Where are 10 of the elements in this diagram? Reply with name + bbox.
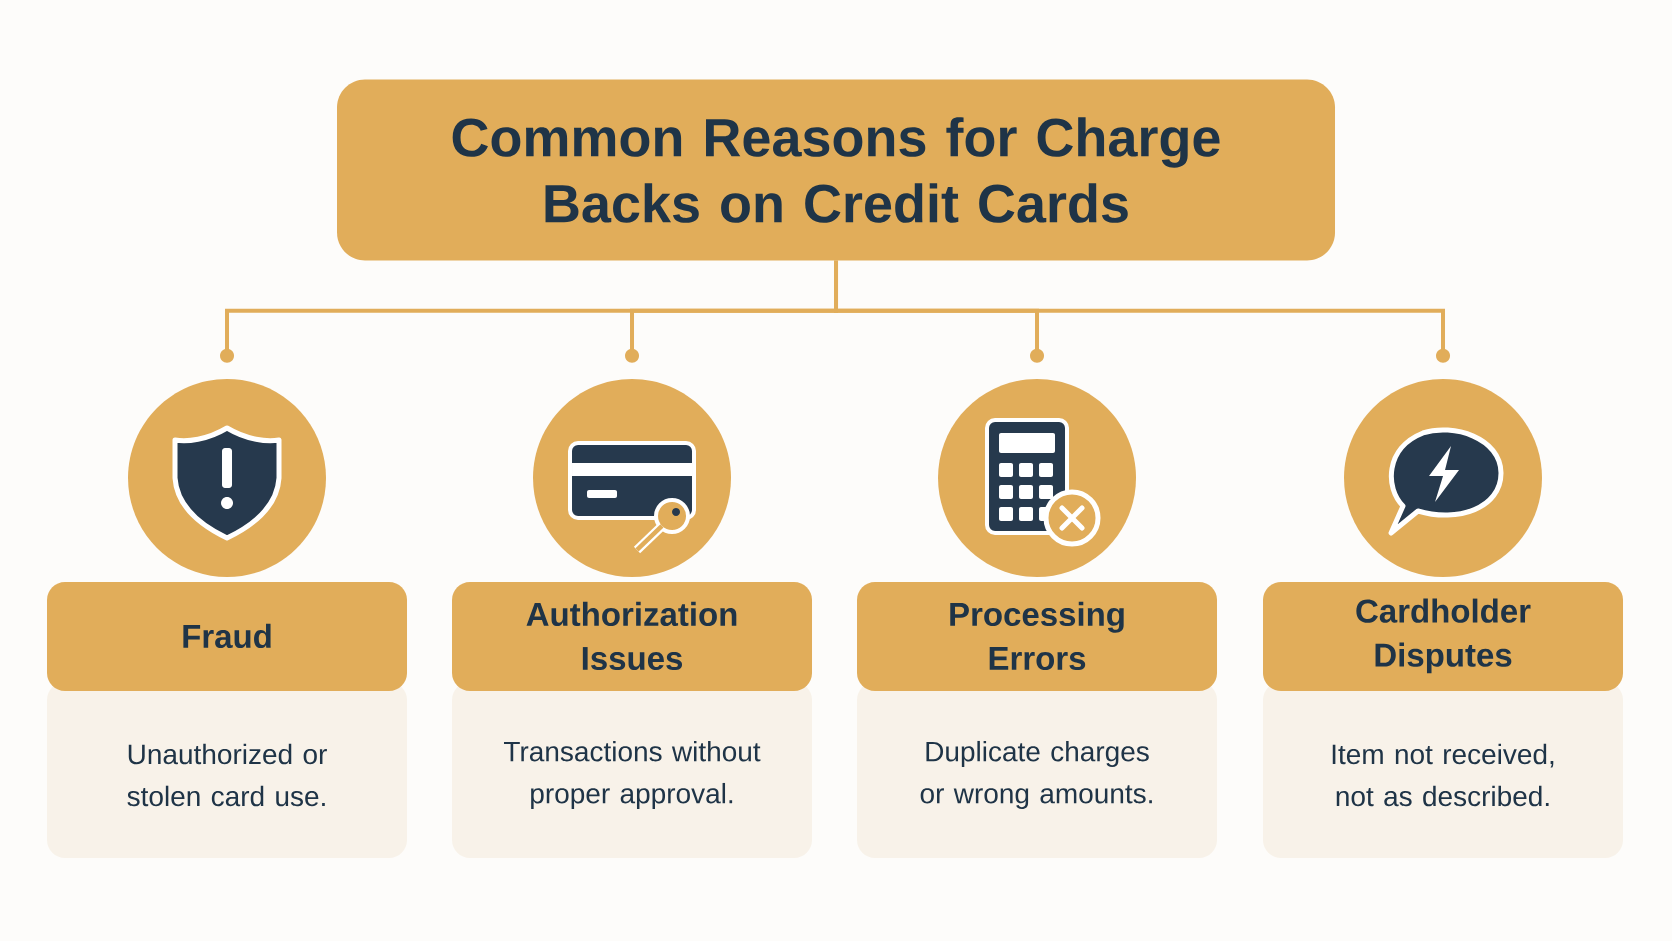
category-box: Processing Errors — [857, 582, 1217, 691]
category-box: Cardholder Disputes — [1263, 582, 1623, 691]
category-box: Authorization Issues — [452, 582, 812, 691]
description-box: Duplicate charges or wrong amounts. — [857, 682, 1217, 858]
category-box: Fraud — [47, 582, 407, 691]
title-box: Common Reasons for Charge Backs on Credit Cards — [337, 79, 1335, 261]
description-box: Unauthorized or stolen card use. — [47, 682, 407, 858]
description-box: Item not received, not as described. — [1263, 682, 1623, 858]
description-box: Transactions without proper approval. — [452, 682, 812, 858]
connector-line — [834, 260, 1450, 363]
